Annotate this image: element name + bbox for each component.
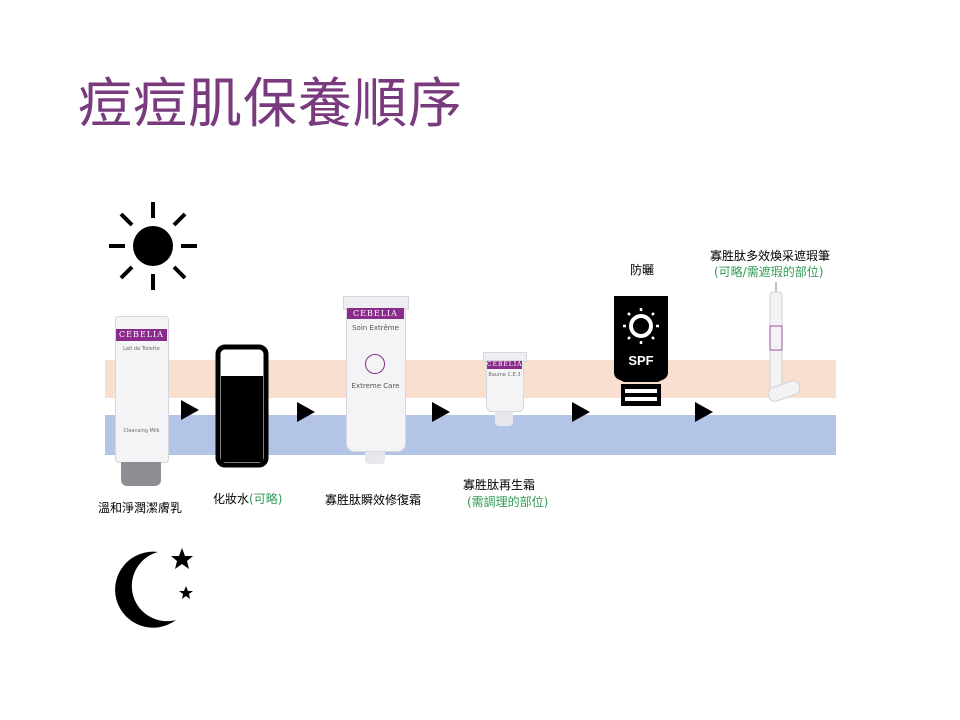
step-arrow (181, 400, 199, 420)
concealer-pen-image (767, 282, 801, 402)
repair-cream-tube-image: CEBELIA Soin Extrême Extreme Care (343, 296, 409, 466)
cleanser-brand: CEBELIA (119, 330, 164, 339)
repair-cream-label: 寡胜肽瞬效修復霜 (325, 493, 422, 507)
step-arrow (297, 402, 315, 422)
sunscreen-tube-icon: SPF (614, 296, 668, 406)
toner-label: 化妝水 (213, 492, 250, 506)
moon-stars-icon (115, 548, 193, 628)
regen-cream-tube-image: CEBELIA Baume C.E.3 (483, 352, 527, 428)
regen-cream-brand: CEBELIA (487, 361, 523, 368)
page-title: 痘痘肌保養順序 (78, 72, 463, 135)
regen-cream-pack-name: Baume C.E.3 (488, 372, 521, 378)
repair-cream-pack-sub: Extreme Care (351, 382, 400, 390)
sun-icon (109, 202, 197, 290)
cleanser-tube-image: CEBELIA Lait de Toilette Cleansing Milk (112, 316, 172, 488)
repair-cream-brand: CEBELIA (353, 309, 398, 318)
regen-cream-note: (需調理的部位) (467, 495, 549, 509)
step-arrow (572, 402, 590, 422)
step-arrow (432, 402, 450, 422)
concealer-note: (可略/需遮瑕的部位) (714, 265, 824, 279)
toner-note: (可略) (249, 492, 283, 506)
cleanser-pack-sub: Cleansing Milk (123, 428, 160, 434)
concealer-label: 寡胜肽多效煥采遮瑕筆 (710, 249, 831, 263)
repair-cream-pack-name: Soin Extrême (352, 324, 399, 332)
sunscreen-pack-text: SPF (628, 353, 653, 368)
cleanser-pack-name: Lait de Toilette (123, 346, 160, 352)
step-arrow (695, 402, 713, 422)
regen-cream-label: 寡胜肽再生霜 (463, 478, 536, 492)
toner-bottle-icon (215, 344, 269, 468)
toner-label-group: 化妝水(可略) (213, 491, 282, 507)
cleanser-label: 溫和淨潤潔膚乳 (98, 501, 183, 515)
sunscreen-label: 防曬 (630, 263, 655, 277)
